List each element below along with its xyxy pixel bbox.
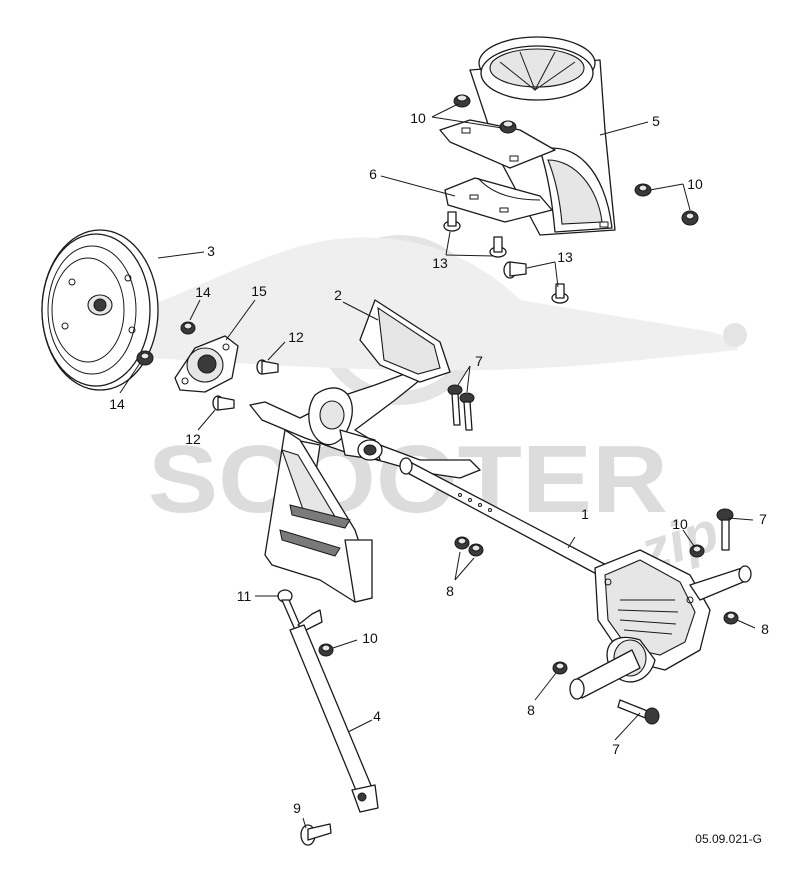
callout-5: 5 <box>652 113 660 129</box>
callout-14a: 14 <box>195 284 211 300</box>
part-14-flange-nut-lower <box>136 350 154 366</box>
callout-12b: 12 <box>185 431 201 447</box>
callout-8a: 8 <box>446 583 454 599</box>
callout-9: 9 <box>293 800 301 816</box>
part-10-lock-nut-side-b <box>681 210 699 226</box>
part-7-bolt-upper-left <box>447 384 463 426</box>
callout-7b: 7 <box>759 511 767 527</box>
part-8-nut-left-b <box>468 543 484 557</box>
part-11-shoulder-bolt <box>277 589 303 633</box>
part-2-impeller-housing-bracket <box>249 299 481 603</box>
part-4-control-link-rod <box>289 609 379 813</box>
watermark-wheel-right <box>723 323 747 347</box>
part-10-lock-nut-gearbox <box>689 544 705 558</box>
callout-labels: 1 2 3 4 5 6 7 7 7 8 8 8 9 10 10 10 10 11… <box>109 110 769 816</box>
part-10-lock-nut-side-a <box>634 183 652 197</box>
part-13-carriage-bolt-c <box>503 261 527 279</box>
callout-10d: 10 <box>362 630 378 646</box>
part-10-lock-nut-chute-b <box>499 120 517 134</box>
callout-13b: 13 <box>557 249 573 265</box>
callout-7c: 7 <box>612 741 620 757</box>
part-13-carriage-bolt-d <box>551 283 569 304</box>
part-6-chute-mounting-plate <box>444 177 553 223</box>
part-8-nut-bottom <box>552 661 568 675</box>
part-12-screw-upper <box>256 359 279 375</box>
part-7-bolt-right-lower <box>617 699 660 725</box>
callout-3: 3 <box>207 243 215 259</box>
part-10-lock-nut-rod <box>318 643 334 657</box>
callout-15: 15 <box>251 283 267 299</box>
callout-8b: 8 <box>761 621 769 637</box>
callout-8c: 8 <box>527 702 535 718</box>
part-5-discharge-chute-base <box>439 36 616 236</box>
part-15-bearing-flange <box>174 335 239 393</box>
callout-4: 4 <box>373 708 381 724</box>
part-13-carriage-bolt-b <box>489 236 507 258</box>
part-8-nut-right <box>723 611 739 625</box>
callout-6: 6 <box>369 166 377 182</box>
part-8-nut-left-a <box>454 536 470 550</box>
callout-7a: 7 <box>475 353 483 369</box>
part-3-pulley <box>41 229 159 391</box>
part-13-carriage-bolt-a <box>443 211 461 232</box>
callout-13a: 13 <box>432 255 448 271</box>
drawing-reference: 05.09.021-G <box>695 832 762 846</box>
callout-10c: 10 <box>672 516 688 532</box>
part-1-drive-shaft-gearbox <box>399 457 752 700</box>
callout-14b: 14 <box>109 396 125 412</box>
watermark-brand: SCOOTER <box>148 426 668 533</box>
part-7-bolt-upper-right <box>459 392 475 431</box>
watermark-scooter-silhouette <box>60 237 738 371</box>
part-9-clevis-pin <box>300 823 332 846</box>
callout-10b: 10 <box>687 176 703 192</box>
callout-11: 11 <box>237 588 252 604</box>
callout-10a: 10 <box>410 110 426 126</box>
callout-12a: 12 <box>288 329 304 345</box>
part-14-flange-nut-upper <box>180 321 196 335</box>
callout-2: 2 <box>334 287 342 303</box>
callout-1: 1 <box>581 506 589 522</box>
part-12-screw-lower <box>212 395 235 411</box>
leader-lines <box>119 103 756 829</box>
